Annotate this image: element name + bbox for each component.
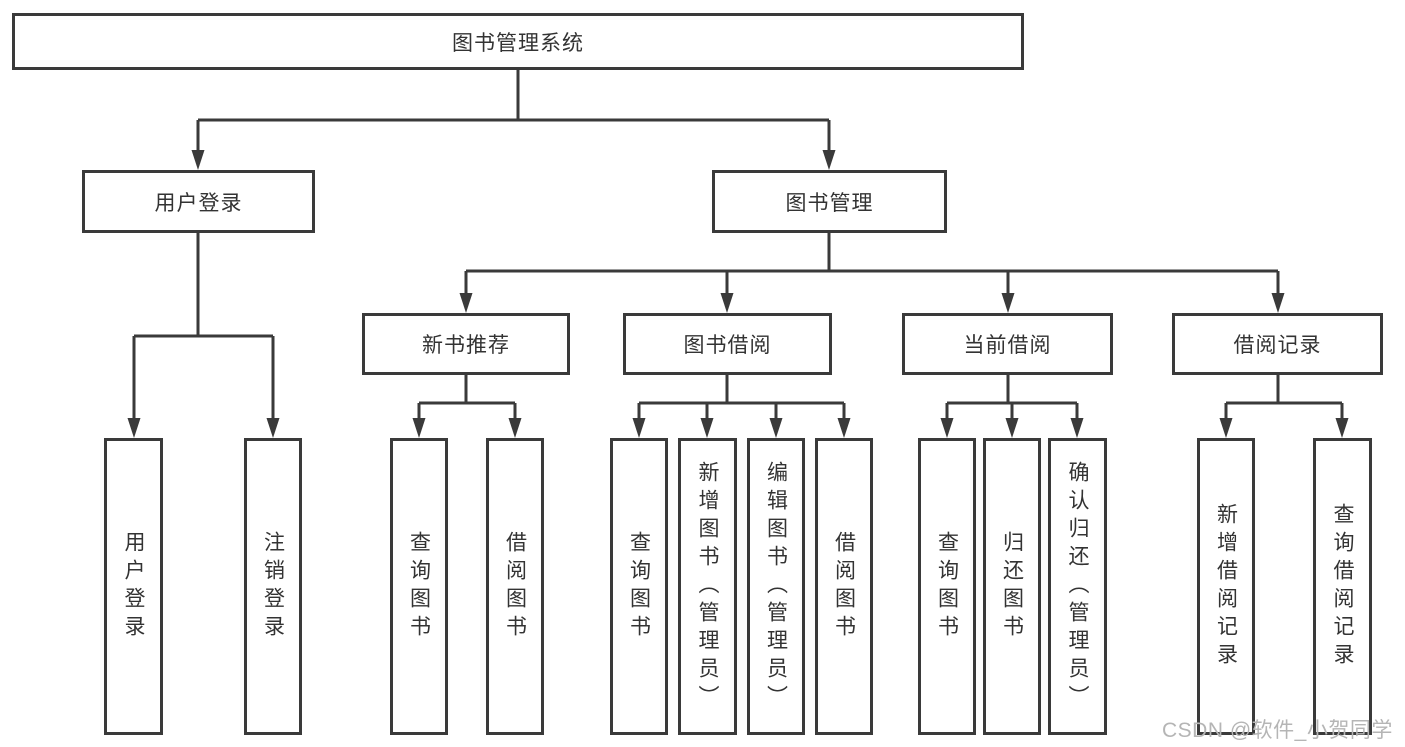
leaf-return-books: 归还图书	[983, 438, 1041, 735]
leaf-borrow-books: 借阅图书	[486, 438, 544, 735]
leaf-add-borrow-record: 新增借阅记录	[1197, 438, 1255, 735]
leaf-borrow-books: 借阅图书	[815, 438, 873, 735]
node-current-borrow: 当前借阅	[902, 313, 1113, 375]
node-borrow-record: 借阅记录	[1172, 313, 1383, 375]
leaf-edit-books-admin: 编辑图书（管理员）	[747, 438, 805, 735]
arrowhead-icons	[127, 150, 1349, 438]
leaf-add-books-admin: 新增图书（管理员）	[678, 438, 737, 735]
leaf-query-books: 查询图书	[390, 438, 448, 735]
root-node-library-system: 图书管理系统	[12, 13, 1024, 70]
node-new-book-recommend: 新书推荐	[362, 313, 570, 375]
leaf-query-books: 查询图书	[918, 438, 976, 735]
node-book-borrow: 图书借阅	[623, 313, 832, 375]
node-book-management: 图书管理	[712, 170, 947, 233]
leaf-logout: 注销登录	[244, 438, 302, 735]
leaf-query-books: 查询图书	[610, 438, 668, 735]
leaf-query-borrow-record: 查询借阅记录	[1313, 438, 1372, 735]
leaf-confirm-return-admin: 确认归还（管理员）	[1048, 438, 1107, 735]
node-user-login: 用户登录	[82, 170, 315, 233]
leaf-user-login: 用户登录	[104, 438, 163, 735]
csdn-watermark: CSDN @软件_小贺同学	[1162, 719, 1393, 742]
